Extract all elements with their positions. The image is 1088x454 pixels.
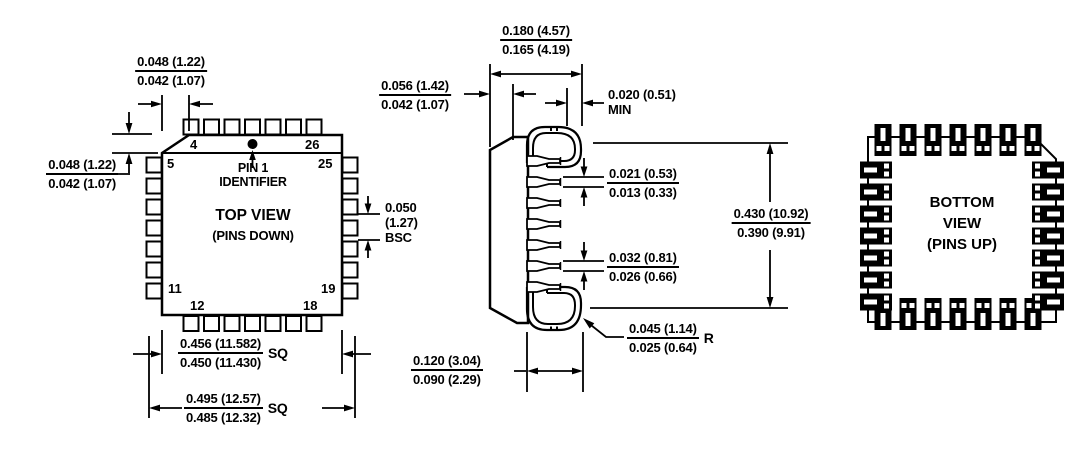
dim-value-num: 0.048 (1.22): [135, 54, 207, 72]
dim-value: 0.020 (0.51): [608, 87, 676, 102]
pin-number-26: 26: [305, 137, 320, 152]
dim-value-den: 0.025 (0.64): [629, 340, 697, 355]
side-view-body: [488, 125, 583, 332]
dim-value-den: 0.042 (1.07): [48, 176, 116, 191]
side-view-leads: [526, 155, 562, 293]
dim-value-num: 0.056 (1.42): [379, 78, 451, 96]
dim-value: (1.27): [385, 215, 418, 230]
dim-lead-width: 0.056 (1.42)0.042 (1.07): [379, 78, 451, 112]
dim-value: 0.050: [385, 200, 417, 215]
dim-value-num: 0.032 (0.81): [607, 250, 679, 268]
dim-value-den: 0.165 (4.19): [502, 42, 570, 57]
dim-chamfer-left: 0.048 (1.22)0.042 (1.07): [4, 157, 118, 191]
pin1-identifier-label: PIN 1 IDENTIFIER: [219, 161, 287, 189]
dim-suffix: SQ: [268, 344, 288, 361]
dim-value-den: 0.026 (0.66): [609, 269, 677, 284]
dim-value-num: 0.045 (1.14): [627, 321, 699, 339]
top-view-subtitle: (PINS DOWN): [212, 228, 294, 243]
dim-lead-radius: 0.045 (1.14)0.025 (0.64) R: [627, 321, 714, 355]
dim-value-den: 0.450 (11.430): [180, 355, 262, 370]
top-view-dimension-lines: [112, 95, 380, 418]
bottom-view-title-line2: VIEW: [942, 215, 982, 232]
bottom-view-pins: [860, 124, 1064, 330]
dim-value-den: 0.013 (0.33): [609, 185, 677, 200]
dim-suffix: MIN: [608, 102, 632, 117]
dim-value-num: 0.495 (12.57): [184, 391, 263, 409]
dim-value-den: 0.090 (2.29): [413, 372, 481, 387]
dim-foot-width: 0.120 (3.04)0.090 (2.29): [411, 353, 483, 387]
dim-overall-square: 0.495 (12.57)0.485 (12.32) SQ: [184, 391, 288, 425]
pin1-label-line1: PIN 1: [237, 161, 269, 175]
dim-value: BSC: [385, 230, 412, 245]
dim-value-den: 0.390 (9.91): [737, 225, 805, 240]
pin-number-5: 5: [167, 156, 175, 171]
dim-chamfer-top: 0.048 (1.22)0.042 (1.07): [135, 54, 207, 88]
dim-value-num: 0.120 (3.04): [411, 353, 483, 371]
dim-value-num: 0.048 (1.22): [46, 157, 118, 175]
pin-number-18: 18: [303, 298, 318, 313]
dim-body-square: 0.456 (11.582)0.450 (11.430) SQ: [178, 336, 288, 370]
dim-value-den: 0.042 (1.07): [381, 97, 449, 112]
bottom-view-title-line1: BOTTOM: [929, 194, 995, 211]
dim-value-num: 0.430 (10.92): [731, 206, 811, 224]
dim-tip-clearance: 0.020 (0.51) MIN: [608, 87, 676, 117]
dim-lead-thickness-thick: 0.032 (0.81)0.026 (0.66): [607, 250, 679, 284]
dim-lead-pitch: 0.050 (1.27) BSC: [385, 200, 418, 245]
pin-number-12: 12: [190, 298, 205, 313]
side-view-dimension-lines: [464, 64, 788, 392]
top-view-title: TOP VIEW: [215, 207, 291, 224]
pin-number-4: 4: [190, 137, 198, 152]
pin1-label-line2: IDENTIFIER: [219, 175, 287, 189]
bottom-view-title: BOTTOM VIEW (PINS UP): [927, 192, 997, 255]
pin-number-19: 19: [321, 281, 336, 296]
bottom-view-title-line3: (PINS UP): [926, 236, 998, 253]
dim-lead-thickness-thin: 0.021 (0.53)0.013 (0.33): [607, 166, 679, 200]
pin-number-11: 11: [168, 281, 182, 296]
dim-inner-span: 0.430 (10.92)0.390 (9.91): [731, 206, 811, 240]
dim-suffix: R: [703, 329, 714, 346]
dim-value-num: 0.180 (4.57): [500, 23, 572, 41]
pin1-identifier-dot: [247, 139, 258, 149]
top-view-pins: [145, 118, 359, 332]
dim-value-den: 0.042 (1.07): [137, 73, 205, 88]
dim-value-num: 0.021 (0.53): [607, 166, 679, 184]
dim-package-height: 0.180 (4.57)0.165 (4.19): [500, 23, 572, 57]
dim-value-den: 0.485 (12.32): [186, 410, 261, 425]
dim-value-num: 0.456 (11.582): [178, 336, 264, 354]
dim-suffix: SQ: [267, 399, 288, 416]
pin-number-25: 25: [318, 156, 333, 171]
